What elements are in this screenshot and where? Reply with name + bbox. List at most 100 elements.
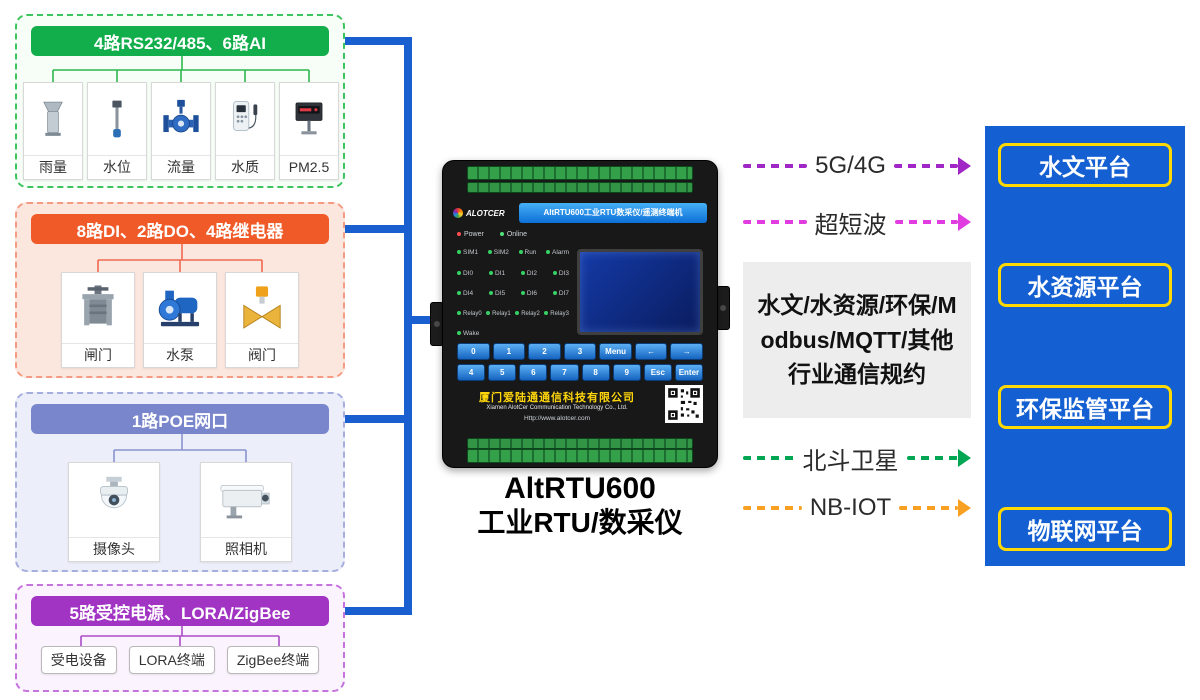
actuator-label: 水泵 [144,343,216,367]
terminal-block-top [467,166,693,180]
status-led-row: SIM1 SIM2 Run Alarm [457,249,569,256]
rtu-device: ALOTCER AltRTU600工业RTU数采仪/遥测终端机 Power On… [430,160,730,468]
keypad-key: ← [634,343,668,360]
bus-stub-device [404,316,438,324]
link-label: 5G/4G [815,152,886,179]
actuator-label: 闸门 [62,343,134,367]
actuator-card: 闸门 [61,272,135,368]
camera-card: 照相机 [200,462,292,562]
actuator-cards: 闸门 水泵 阀门 [61,272,299,368]
mounting-ear-right [716,286,730,330]
actuator-card: 阀门 [225,272,299,368]
platform-label: 水资源平台 [1027,274,1143,300]
device-model-banner: AltRTU600工业RTU数采仪/遥测终端机 [519,203,707,223]
actuator-label: 阀门 [226,343,298,367]
ptz-camera-icon [69,463,159,537]
rain-gauge-icon [24,83,82,155]
link-label: 超短波 [814,211,887,239]
link-nbiot: NB-IOT [743,492,972,524]
water-quality-meter-icon [216,83,274,155]
group-power-lora-header: 5路受控电源、LORA/ZigBee [31,596,329,626]
group-di-do-relay-header: 8路DI、2路DO、4路继电器 [31,214,329,244]
led-label: SIM2 [488,249,509,256]
dashed-line [743,506,802,510]
camera-label: 摄像头 [69,537,159,561]
platform-label: 物联网平台 [1027,518,1143,544]
dashed-line [743,220,807,224]
sensor-card: 水质 [215,82,275,180]
bus-line [404,37,412,615]
link-label: 北斗卫星 [802,447,899,475]
keypad-key: 6 [519,364,548,381]
camera-cards: 摄像头 照相机 [68,462,292,562]
sensor-card: 雨量 [23,82,83,180]
keypad-key: 5 [488,364,517,381]
platform-label: 环保监管平台 [1016,396,1154,422]
sensor-card: 流量 [151,82,211,180]
actuator-card: 水泵 [143,272,217,368]
water-pump-icon [144,273,216,343]
bus-stub-group1 [345,37,404,45]
group-power-lora: 5路受控电源、LORA/ZigBee 受电设备 LORA终端 ZigBee终端 [15,584,345,692]
keypad-key: 3 [563,343,597,360]
arrow-right-icon [958,499,972,517]
bus-stub-group4 [345,607,404,615]
platform-label: 水文平台 [1039,154,1131,180]
keypad-key: 9 [612,364,641,381]
link-beidou: 北斗卫星 [743,442,971,475]
arrow-right-icon [958,157,972,175]
online-indicator-label: Online [500,231,527,238]
dashed-line [893,164,959,168]
keypad-key: 7 [550,364,579,381]
led-label: SIM1 [457,249,478,256]
terminal-block-bottom2 [467,449,693,463]
sensor-label: 水质 [216,155,274,179]
keypad-key: Menu [599,343,632,360]
platform-item: 水资源平台 [998,263,1172,307]
terminal-chips: 受电设备 LORA终端 ZigBee终端 [17,646,343,674]
keypad: 0 1 2 3 Menu ← → 4 5 6 7 8 9 Esc Enter [457,343,704,381]
qr-code [665,385,703,423]
terminal-chip: ZigBee终端 [226,646,320,674]
keypad-key: 1 [492,343,526,360]
group-poe: 1路POE网口 摄像头 照相机 [15,392,345,572]
group-rs232-ai: 4路RS232/485、6路AI 雨量 水位 [15,14,345,188]
pm25-monitor-icon [280,83,338,155]
group-di-do-relay: 8路DI、2路DO、4路继电器 闸门 水泵 阀门 [15,202,345,378]
sensor-card: 水位 [87,82,147,180]
sensor-label: 雨量 [24,155,82,179]
company-name-cn: 厦门爱陆通通信科技有限公司 [479,392,635,404]
water-level-sensor-icon [88,83,146,155]
sensor-label: PM2.5 [280,155,338,179]
device-caption: AltRTU600 工业RTU/数采仪 [415,472,745,539]
led-label: Relay2 [515,311,540,317]
platform-item: 水文平台 [998,143,1172,187]
protocol-box: 水文/水资源/环保/Modbus/MQTT/其他行业通信规约 [743,262,971,418]
group-rs232-ai-header: 4路RS232/485、6路AI [31,26,329,56]
keypad-key: 4 [457,364,486,381]
dashed-line [906,456,958,460]
terminal-chip: LORA终端 [128,646,215,674]
led-label: DI4 [457,290,473,297]
led-label: Alarm [546,249,569,256]
power-indicators: Power Online [457,231,527,238]
camera-card: 摄像头 [68,462,160,562]
dashed-line [743,456,795,460]
valve-icon [226,273,298,343]
keypad-key: 2 [528,343,561,360]
sensor-label: 水位 [88,155,146,179]
platform-item: 环保监管平台 [998,385,1172,429]
platform-panel: 水文平台 水资源平台 环保监管平台 物联网平台 [985,126,1185,566]
sensor-card: PM2.5 [279,82,339,180]
led-label: Wake [457,330,479,337]
camera-label: 照相机 [201,537,291,561]
power-indicator-label: Power [457,231,484,238]
terminal-block-bottom [467,438,693,449]
led-label: DI7 [553,290,569,297]
arrow-right-icon [958,213,971,231]
brand-name: ALOTCER [466,208,505,218]
keypad-key: 0 [457,343,490,360]
link-5g-4g: 5G/4G [743,150,972,182]
flow-meter-icon [152,83,210,155]
